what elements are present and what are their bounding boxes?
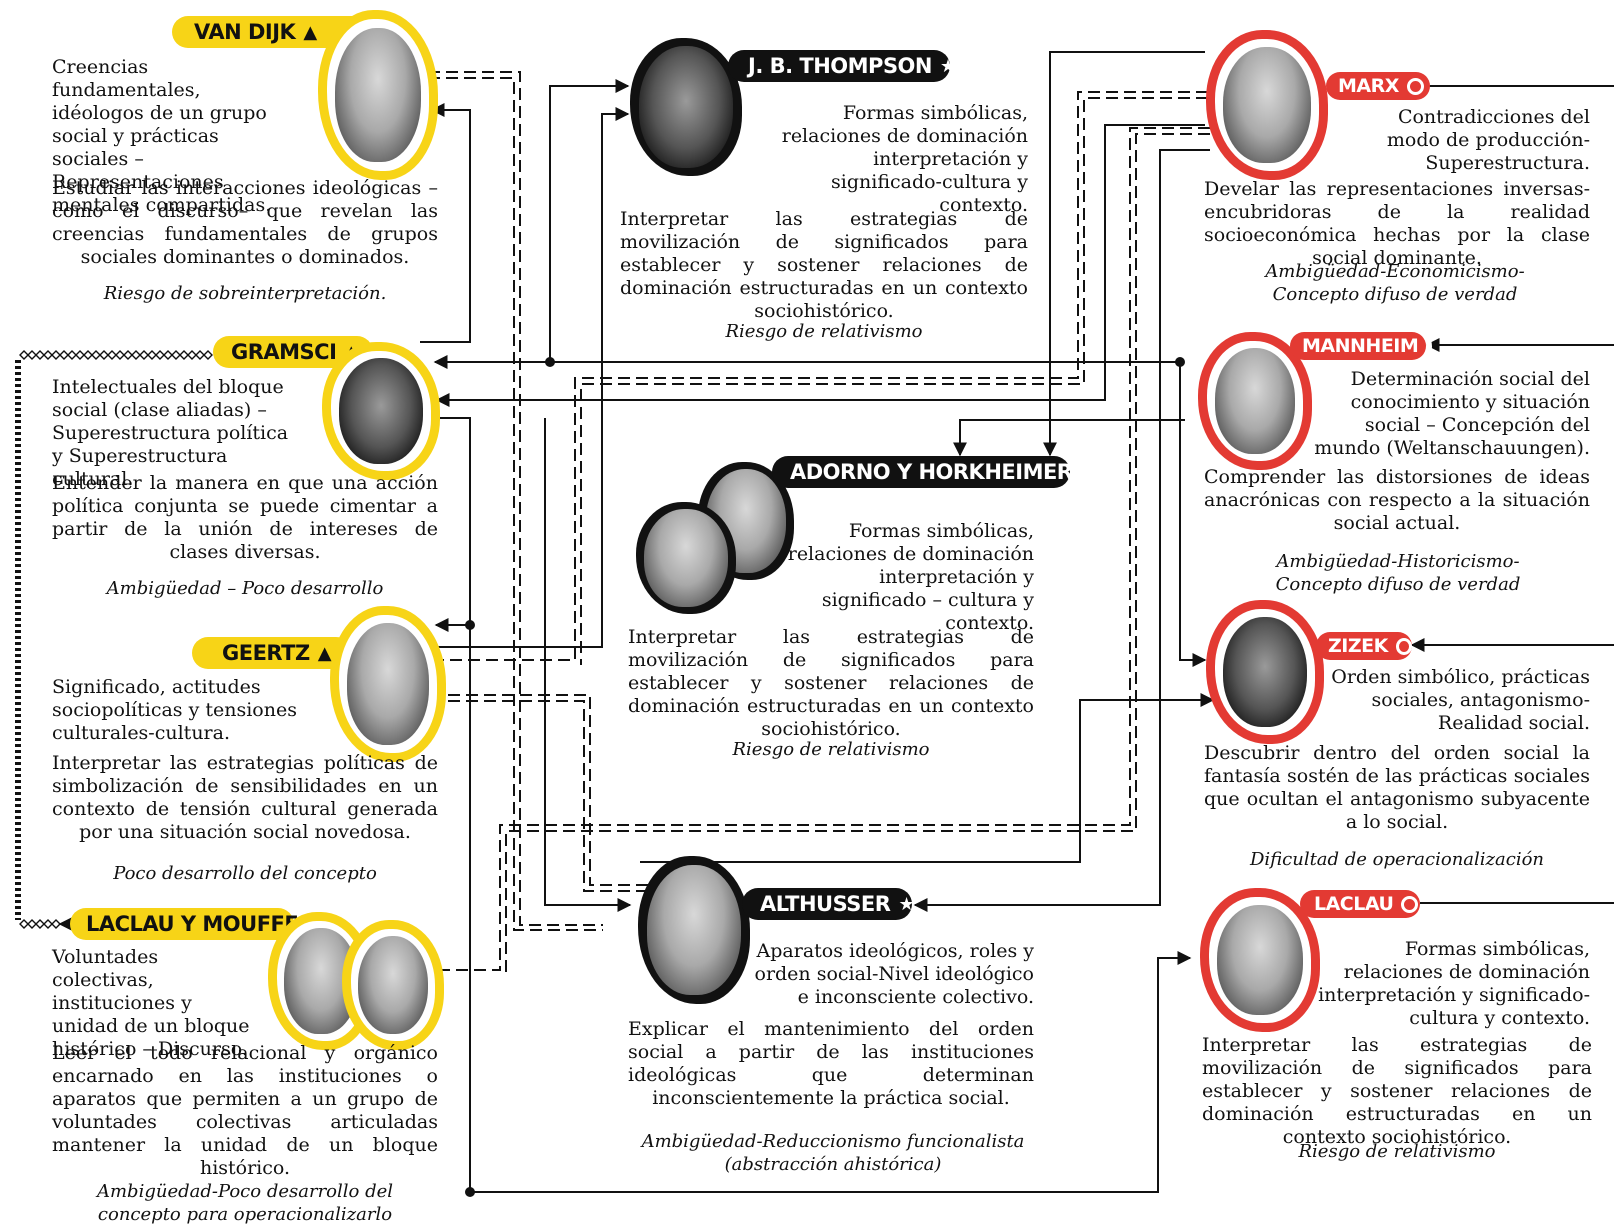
marx-risk: Ambigüedad-Economicismo-Concepto difuso …: [1265, 261, 1525, 305]
laclau-mouffe-concepts: Voluntades colectivas, instituciones y u…: [52, 946, 250, 1060]
gramsci-risk: Ambigüedad – Poco desarrollo: [106, 578, 384, 599]
marx-concepts: Contradicciones del modo de producción-S…: [1386, 106, 1590, 174]
marx-objective: Develar las representaciones inversas-en…: [1204, 178, 1590, 269]
author-name: J. B. THOMPSON: [748, 54, 933, 78]
circle-icon: [1395, 637, 1412, 655]
link-marx-gramsci: [435, 124, 1205, 407]
triangle-icon: ▲: [303, 21, 317, 43]
geertz-objective: Interpretar las estrategias políticas de…: [52, 752, 438, 843]
author-name: ALTHUSSER: [760, 892, 891, 916]
link-marx-adorno: [1043, 51, 1205, 457]
triangle-icon: ▲: [317, 642, 332, 664]
portrait-laclau-solo: [1200, 888, 1320, 1032]
laclau-concepts: Formas simbólicas, relaciones de dominac…: [1318, 938, 1590, 1029]
link-althusser-zizek: [640, 693, 1215, 863]
name-tag-mannheim: MANNHEIM: [1290, 332, 1433, 360]
star-icon: ★: [898, 893, 915, 915]
author-name: GRAMSCI: [231, 340, 337, 364]
author-name: ADORNO Y HORKHEIMER: [790, 460, 1073, 484]
zizek-objective: Descubrir dentro del orden social la fan…: [1204, 742, 1590, 833]
adorno-horkheimer-concepts: Formas simbólicas, relaciones de dominac…: [787, 520, 1034, 634]
circle-icon: [1426, 337, 1433, 355]
author-name: ZIZEK: [1328, 635, 1388, 657]
diamond-chain-connector: [15, 350, 213, 932]
author-name: LACLAU Y MOUFFE: [86, 912, 299, 936]
portrait-althusser: [638, 856, 750, 1004]
link-gramsci-althusser: [430, 417, 1192, 1193]
name-tag-geertz: GEERTZ ▲: [192, 637, 352, 669]
van-dijk-objective: Estudiar las interacciones ideológicas –…: [52, 177, 438, 268]
portrait-mouffe: [342, 920, 444, 1050]
laclau-mouffe-objective: Leer el todo relacional y orgánico encar…: [52, 1042, 438, 1179]
link-mannheim-adorno: [953, 419, 1185, 457]
adorno-horkheimer-objective: Interpretar las estrategias de movilizac…: [628, 626, 1034, 740]
star-icon: ★: [1080, 461, 1097, 483]
author-name: GEERTZ: [222, 641, 310, 665]
portrait-marx: [1206, 30, 1328, 180]
geertz-risk: Poco desarrollo del concepto: [113, 863, 377, 884]
circle-icon: [1401, 895, 1419, 913]
zizek-concepts: Orden simbólico, prácticas sociales, ant…: [1331, 666, 1590, 734]
portrait-adorno: [636, 502, 736, 614]
portrait-mannheim: [1198, 332, 1312, 470]
van-dijk-risk: Riesgo de sobreinterpretación.: [103, 283, 387, 304]
circle-icon: [1406, 77, 1424, 95]
zizek-risk: Dificultad de operacionalización: [1249, 849, 1545, 870]
link-geertz-thompson: [430, 107, 630, 648]
author-name: LACLAU: [1314, 893, 1394, 915]
althusser-risk: Ambigüedad-Reduccionismo funcionalista (…: [641, 1131, 1025, 1175]
name-tag-adorno-horkheimer: ADORNO Y HORKHEIMER ★: [772, 456, 1097, 488]
adorno-horkheimer-risk: Riesgo de relativismo: [732, 739, 930, 760]
name-tag-marx: MARX: [1326, 72, 1430, 100]
van-dijk-concepts: Creencias fundamentales, idéologos de un…: [52, 56, 272, 216]
gramsci-concepts: Intelectuales del bloque social (clase a…: [52, 376, 289, 490]
portrait-thompson: [630, 38, 742, 176]
link-marx-althusser: [913, 149, 1210, 912]
star-icon: ★: [940, 55, 956, 77]
link-gramsci-althusser-c: [544, 418, 632, 912]
name-tag-thompson: J. B. THOMPSON ★: [728, 50, 956, 82]
althusser-concepts: Aparatos ideológicos, roles y orden soci…: [754, 940, 1035, 1008]
thompson-objective: Interpretar las estrategias de movilizac…: [620, 208, 1028, 322]
thompson-concepts: Formas simbólicas, relaciones de dominac…: [781, 102, 1028, 216]
portrait-zizek: [1206, 600, 1324, 744]
author-name: MANNHEIM: [1302, 335, 1419, 357]
mannheim-objective: Comprender las distorsiones de ideas ana…: [1204, 466, 1590, 534]
link-mannheim-zizek: [1179, 360, 1207, 667]
portrait-gramsci: [322, 342, 440, 480]
name-tag-zizek: ZIZEK: [1316, 632, 1412, 660]
laclau-risk: Riesgo de relativismo: [1298, 1141, 1496, 1162]
link-vandijk-gramsci: [420, 103, 471, 343]
laclau-objective: Interpretar las estrategias de movilizac…: [1202, 1034, 1592, 1148]
geertz-concepts: Significado, actitudes sociopolíticas y …: [52, 676, 297, 744]
name-tag-laclau: LACLAU: [1300, 890, 1420, 918]
name-tag-althusser: ALTHUSSER ★: [742, 888, 915, 920]
thompson-risk: Riesgo de relativismo: [725, 321, 923, 342]
laclau-mouffe-risk: Ambigüedad-Poco desarrollo del concepto …: [96, 1181, 394, 1225]
portrait-geertz: [330, 606, 446, 762]
author-name: MARX: [1338, 75, 1399, 97]
author-name: VAN DIJK: [194, 20, 296, 44]
gramsci-objective: Entender la manera en que una acción pol…: [52, 472, 438, 563]
portrait-van-dijk: [318, 10, 438, 180]
althusser-objective: Explicar el mantenimiento del orden soci…: [628, 1018, 1034, 1109]
mannheim-risk: Ambigüedad-Historicismo-Concepto difuso …: [1275, 551, 1521, 595]
name-tag-laclau-mouffe: LACLAU Y MOUFFE▲: [70, 908, 320, 940]
mannheim-concepts: Determinación social del conocimiento y …: [1314, 368, 1590, 459]
link-gramsci-thompson: [549, 79, 630, 362]
